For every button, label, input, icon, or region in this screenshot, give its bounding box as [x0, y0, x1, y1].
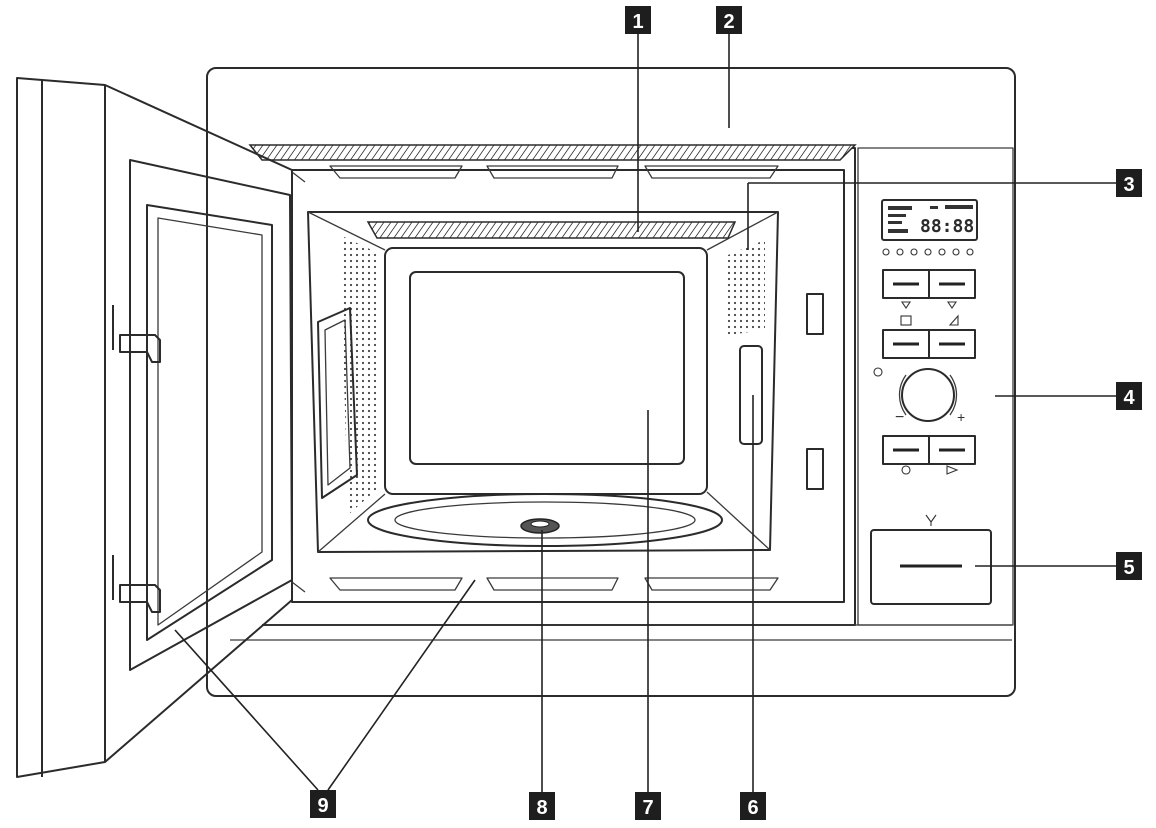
callout-4: 4 [1116, 382, 1142, 410]
start-icon [946, 465, 959, 475]
button-row-1 [882, 269, 976, 309]
callout-2: 2 [716, 6, 742, 34]
callout-7: 7 [635, 792, 661, 820]
door-release [870, 514, 992, 605]
weight-icon [948, 314, 959, 326]
callout-5: 5 [1116, 552, 1142, 580]
rotary-knob[interactable]: − + [873, 367, 965, 426]
timer-icon [873, 367, 883, 377]
svg-text:3: 3 [1123, 174, 1134, 196]
door-release-button[interactable] [870, 529, 992, 605]
mode-symbols [882, 248, 974, 256]
svg-text:8: 8 [536, 797, 547, 819]
lcd-display: 88:88 [881, 199, 978, 241]
top-vent-grille [248, 144, 857, 161]
door-open-icon [925, 514, 937, 526]
svg-text:7: 7 [642, 797, 653, 819]
svg-text:5: 5 [1123, 557, 1134, 579]
callout-1: 1 [625, 6, 651, 34]
callout-8: 8 [529, 792, 555, 820]
knob-minus-label: − [895, 409, 904, 426]
door [16, 77, 306, 778]
button-row-3 [882, 435, 976, 475]
start-button[interactable] [928, 435, 976, 465]
svg-text:9: 9 [317, 795, 328, 817]
auto-defrost-button[interactable] [928, 269, 976, 299]
stop-icon [901, 465, 911, 475]
callout-6: 6 [740, 792, 766, 820]
svg-text:4: 4 [1123, 387, 1135, 409]
defrost-icon [946, 301, 958, 309]
callout-9: 9 [310, 790, 336, 818]
cook-icon [900, 301, 912, 309]
button-row-2 [882, 314, 976, 359]
leader-lines [174, 30, 1116, 795]
oven-cavity [291, 165, 845, 603]
grill-icon [900, 315, 912, 326]
svg-text:6: 6 [747, 797, 758, 819]
knob-plus-label: + [957, 409, 965, 425]
callout-3: 3 [1116, 169, 1142, 197]
weight-button[interactable] [928, 329, 976, 359]
lcd-digits: 88:88 [920, 216, 974, 237]
svg-text:1: 1 [632, 11, 643, 33]
svg-text:2: 2 [723, 11, 734, 33]
control-panel: 88:88 [857, 147, 1014, 626]
